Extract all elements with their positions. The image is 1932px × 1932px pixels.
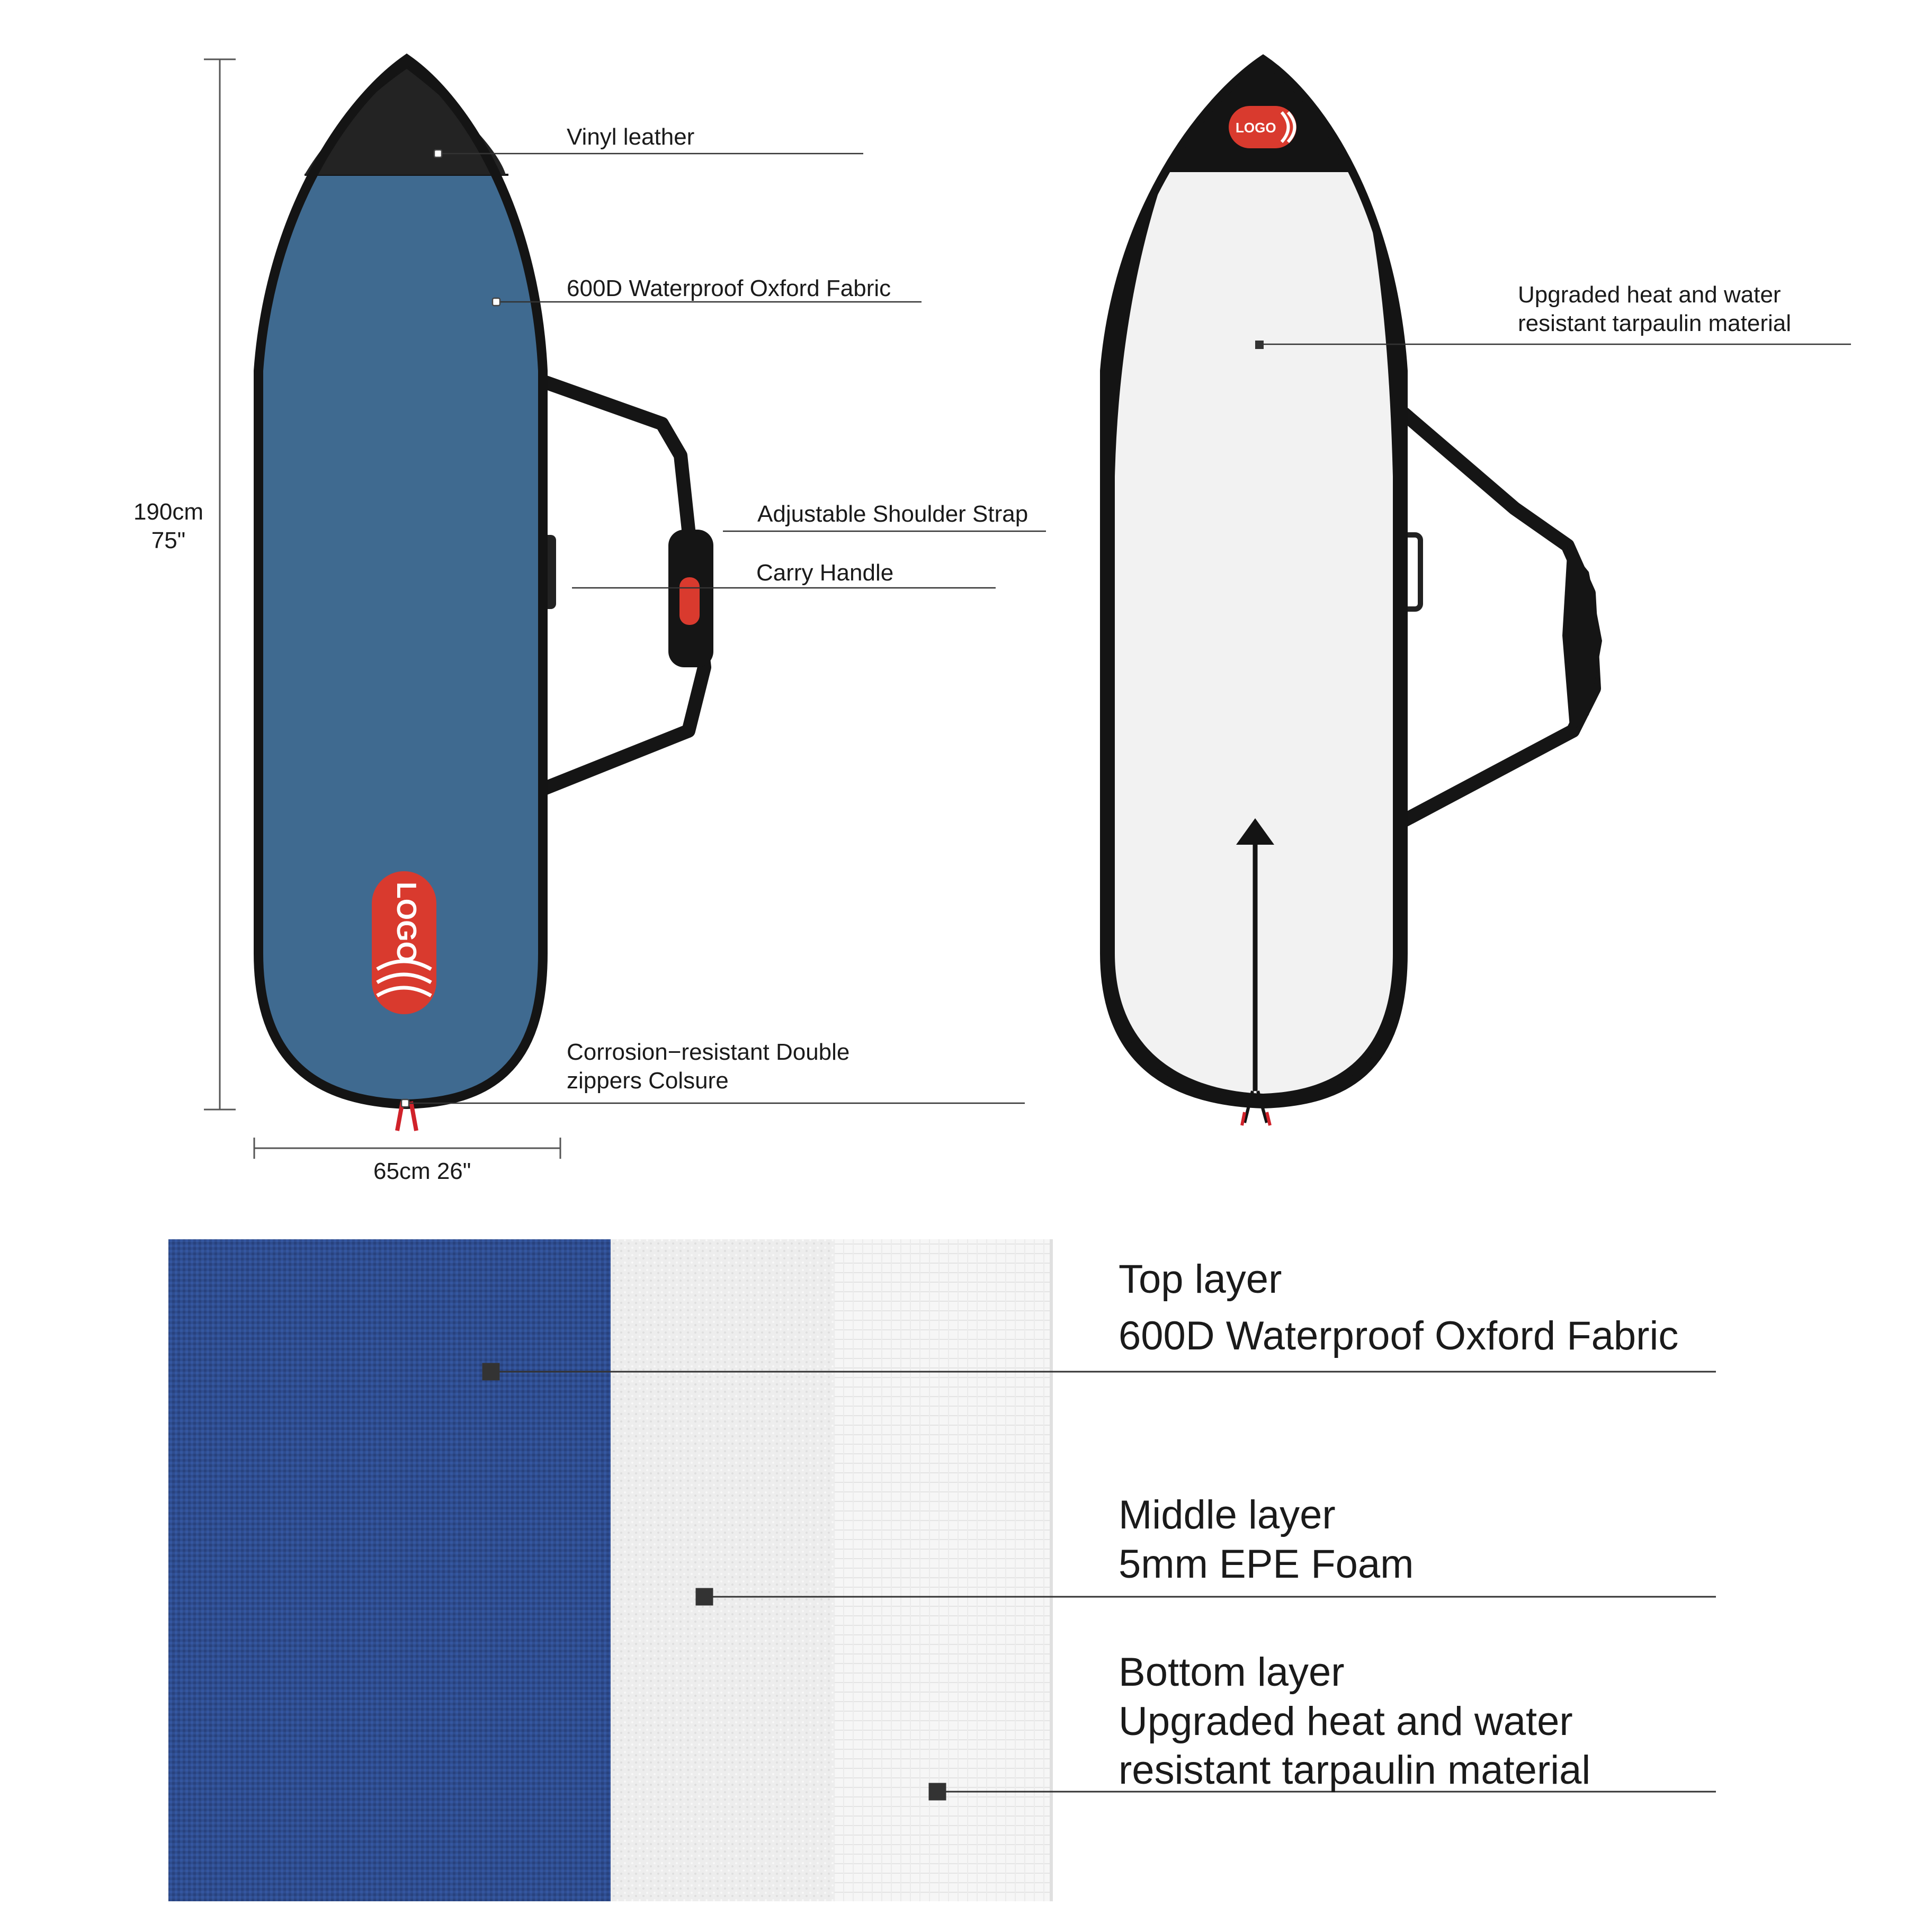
top-layer-label: Top layer 600D Waterproof Oxford Fabric xyxy=(1119,1255,1678,1361)
layer-swatch-bottom xyxy=(834,1239,1053,1901)
oxford-fabric-label: 600D Waterproof Oxford Fabric xyxy=(567,275,891,301)
height-cm: 190cm xyxy=(133,499,204,525)
carry-handle-label: Carry Handle xyxy=(756,560,894,586)
back-shoulder-strap xyxy=(1399,408,1602,827)
middle-layer-label: Middle layer 5mm EPE Foam xyxy=(1119,1491,1414,1589)
front-shoulder-strap xyxy=(540,374,713,796)
layer-swatch-middle xyxy=(611,1239,834,1901)
width-dimension-line xyxy=(253,1138,561,1159)
zipper-label-line1: Corrosion−resistant Double xyxy=(567,1039,850,1065)
layer-swatch-top xyxy=(168,1239,611,1901)
vinyl-leather-label: Vinyl leather xyxy=(567,124,695,150)
tarpaulin-label: Upgraded heat and water resistant tarpau… xyxy=(1518,281,1791,337)
bottom-layer-label: Bottom layer Upgraded heat and water res… xyxy=(1119,1648,1590,1795)
tarpaulin-label-line1: Upgraded heat and water xyxy=(1518,282,1781,308)
zipper-label-line2: zippers Colsure xyxy=(567,1067,729,1094)
top-layer-desc: 600D Waterproof Oxford Fabric xyxy=(1119,1313,1679,1358)
bottom-layer-desc-line1: Upgraded heat and water xyxy=(1119,1698,1573,1744)
back-logo-text: LOGO xyxy=(1236,120,1276,136)
top-layer-title: Top layer xyxy=(1119,1257,1282,1302)
front-callout-lines xyxy=(400,149,1046,1108)
height-in: 75" xyxy=(151,527,186,553)
height-dimension-label: 190cm 75" xyxy=(131,498,205,554)
middle-layer-title: Middle layer xyxy=(1119,1492,1336,1537)
back-bag-body xyxy=(1100,54,1408,1109)
back-logo-badge: LOGO xyxy=(1229,106,1296,148)
bottom-layer-desc-line2: resistant tarpaulin material xyxy=(1119,1748,1591,1793)
height-dimension-line xyxy=(204,58,236,1111)
middle-layer-desc: 5mm EPE Foam xyxy=(1119,1541,1414,1587)
front-bag-body xyxy=(254,53,548,1110)
tarpaulin-label-line2: resistant tarpaulin material xyxy=(1518,310,1792,336)
back-callout-line xyxy=(1255,341,1851,349)
bottom-layer-title: Bottom layer xyxy=(1119,1650,1345,1695)
shoulder-strap-label: Adjustable Shoulder Strap xyxy=(757,501,1028,527)
front-logo-badge: LOGO xyxy=(372,871,436,1014)
front-logo-text: LOGO xyxy=(391,882,422,963)
width-dimension-label: 65cm 26" xyxy=(373,1158,471,1184)
layer-callout-lines xyxy=(482,1363,1716,1801)
zipper-arrow xyxy=(1236,818,1274,1126)
zipper-label: Corrosion−resistant Double zippers Colsu… xyxy=(567,1038,849,1095)
